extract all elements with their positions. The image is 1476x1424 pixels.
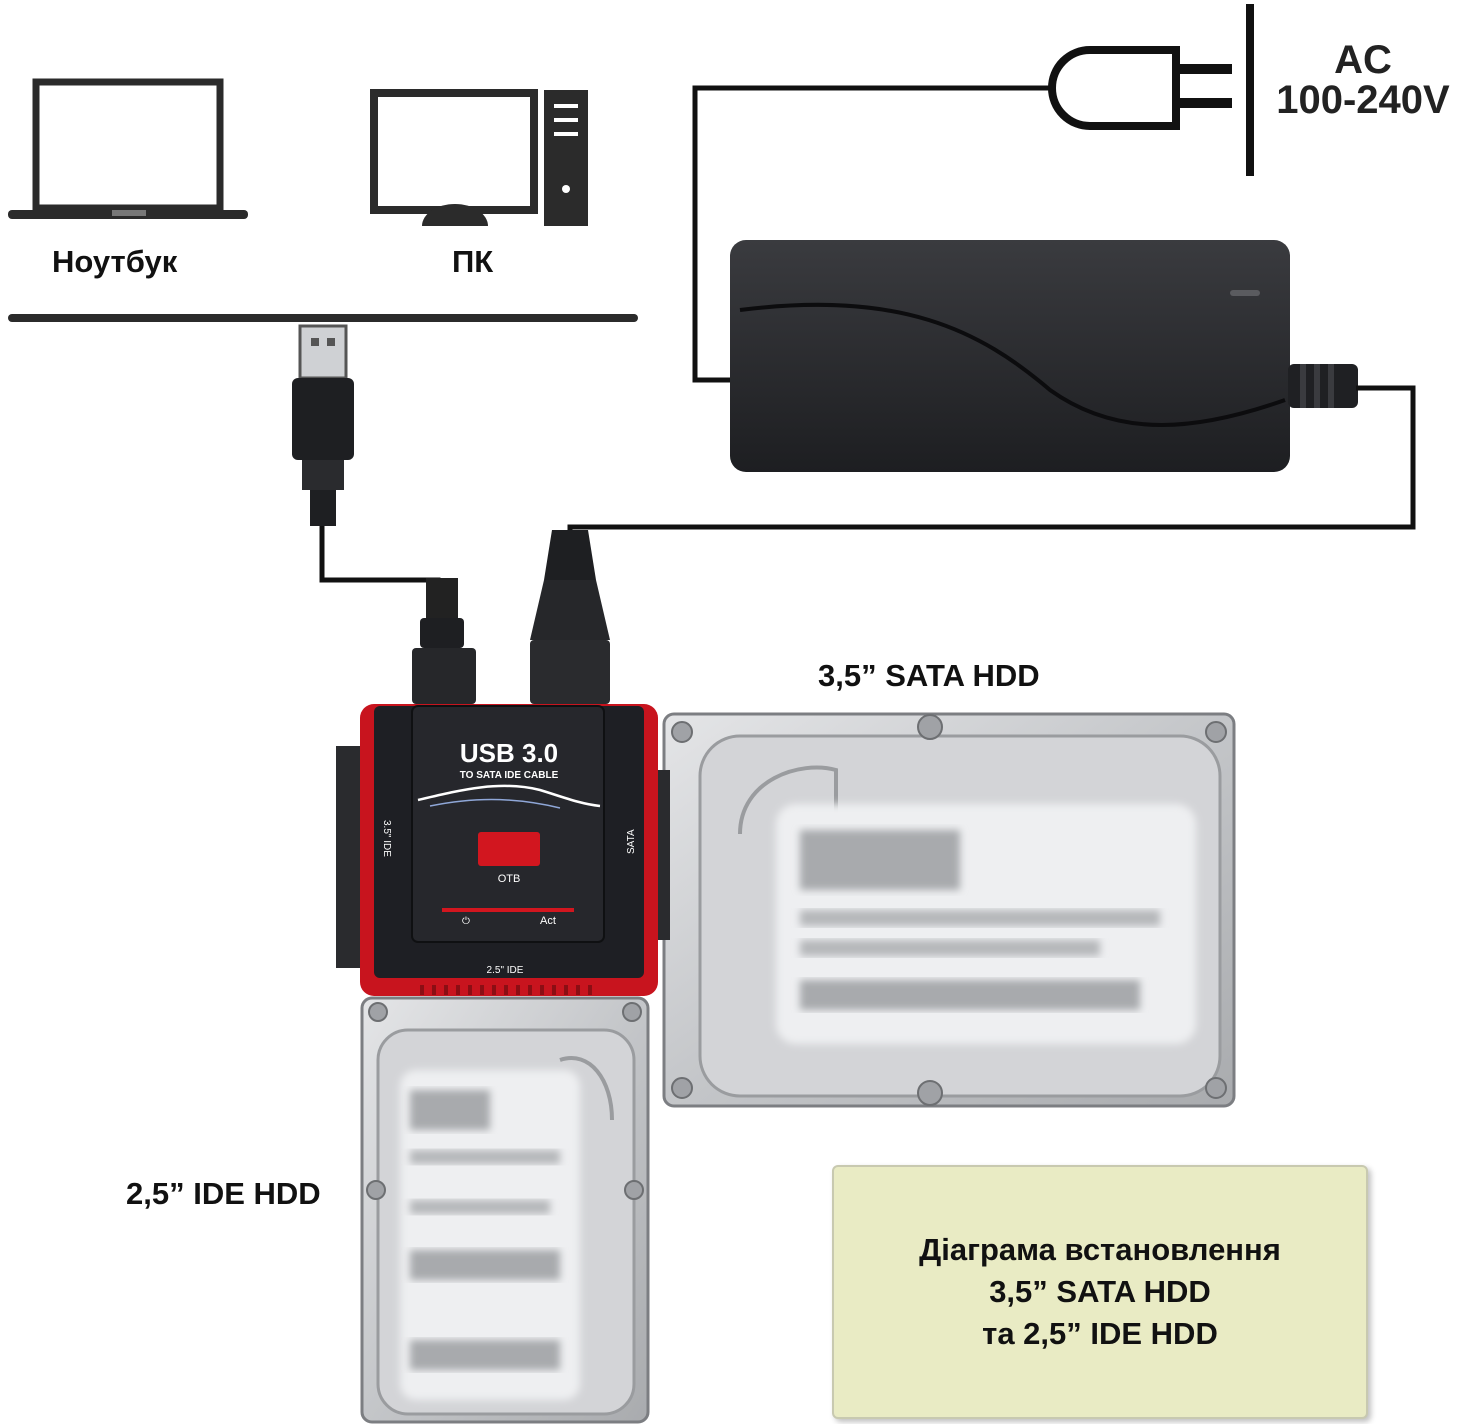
- power-led-icon: ⏻: [462, 916, 470, 927]
- host-divider: [8, 314, 638, 322]
- adapter-title: USB 3.0: [460, 738, 558, 768]
- usb-cable: [319, 526, 441, 592]
- hdd-2-5-ide: [360, 996, 650, 1424]
- port-label-3-5-ide: 3.5" IDE: [381, 820, 392, 857]
- ac-label-line1: AC: [1334, 38, 1392, 82]
- otb-label: OTB: [498, 873, 521, 885]
- power-supply-adapter: [730, 240, 1358, 472]
- dc-connector-plug: [530, 530, 610, 704]
- usb-sata-ide-adapter: USB 3.0 TO SATA IDE CABLE 3.5" IDE SATA …: [336, 704, 670, 996]
- ac-voltage-label: AC 100-240V: [1258, 40, 1468, 120]
- pc-label: ПК: [452, 244, 494, 279]
- adapter-subtitle: TO SATA IDE CABLE: [460, 770, 559, 781]
- ac-power-cable: [692, 85, 1052, 383]
- port-label-sata: SATA: [626, 829, 637, 854]
- laptop-label: Ноутбук: [52, 244, 178, 279]
- laptop-icon: [8, 78, 248, 219]
- act-label: Act: [540, 915, 556, 927]
- hdd-3-5-sata: [662, 712, 1236, 1108]
- caption-line-3: та 2,5” IDE HDD: [982, 1316, 1218, 1351]
- diagram-caption-box: Діаграма встановлення 3,5” SATA HDD та 2…: [832, 1165, 1368, 1419]
- power-plug-icon: [1048, 46, 1232, 130]
- wall-outlet-line: [1246, 4, 1254, 176]
- caption-line-1: Діаграма встановлення: [919, 1232, 1281, 1267]
- ide-hdd-label: 2,5” IDE HDD: [126, 1176, 321, 1211]
- usb-3-plug-adapter-side: [412, 578, 476, 704]
- desktop-pc-icon: [370, 89, 588, 226]
- otb-button[interactable]: [478, 832, 540, 866]
- usb-a-plug: [292, 324, 354, 526]
- ac-label-line2: 100-240V: [1276, 78, 1450, 122]
- caption-line-2: 3,5” SATA HDD: [989, 1274, 1211, 1309]
- sata-hdd-label: 3,5” SATA HDD: [818, 658, 1040, 693]
- port-label-2-5-ide: 2.5" IDE: [487, 965, 524, 976]
